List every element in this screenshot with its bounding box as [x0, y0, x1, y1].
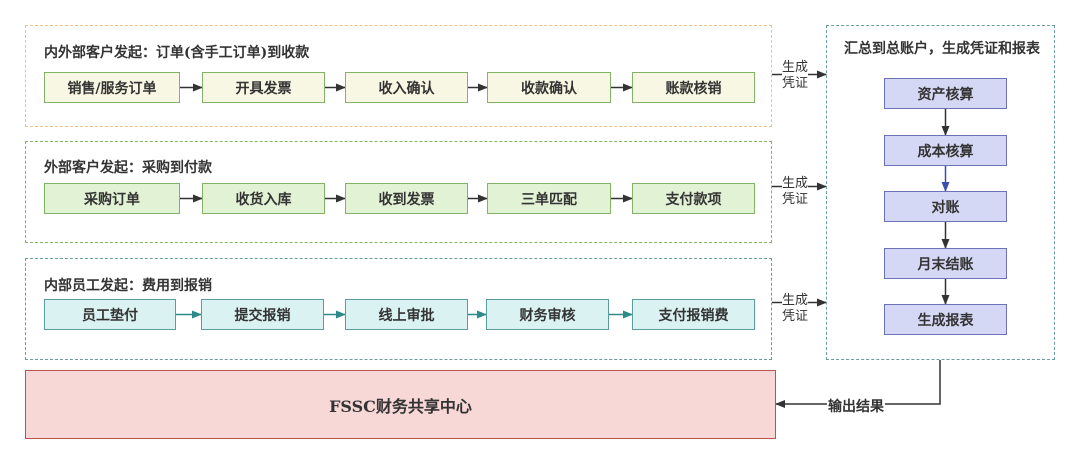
group-title-order-to-cash: 内外部客户发起：订单(含手工订单)到收款	[44, 45, 310, 61]
step-asset-accounting[interactable]: 资产核算	[884, 78, 1007, 109]
step-make-payment[interactable]: 支付款项	[632, 183, 755, 214]
step-sales-service-order[interactable]: 销售/服务订单	[44, 72, 180, 103]
step-employee-advance[interactable]: 员工垫付	[44, 299, 176, 330]
group-title-expense-to-reimbursement: 内部员工发起：费用到报销	[44, 278, 212, 294]
step-three-way-match[interactable]: 三单匹配	[487, 183, 611, 214]
step-account-write-off[interactable]: 账款核销	[632, 72, 755, 103]
generate-voucher-label-1: 生成 凭证	[782, 60, 809, 92]
group-procure-to-pay	[25, 141, 772, 243]
generate-voucher-label-3: 生成 凭证	[782, 293, 809, 325]
group-expense-to-reimbursement	[25, 258, 772, 360]
group-order-to-cash	[25, 25, 772, 127]
group-title-procure-to-pay: 外部客户发起：采购到付款	[44, 160, 212, 176]
step-submit-reimbursement[interactable]: 提交报销	[201, 299, 324, 330]
step-month-end-close[interactable]: 月末结账	[884, 248, 1007, 279]
step-reconciliation[interactable]: 对账	[884, 191, 1007, 222]
output-result-label: 输出结果	[827, 396, 885, 416]
step-finance-review[interactable]: 财务审核	[486, 299, 609, 330]
step-purchase-order[interactable]: 采购订单	[44, 183, 180, 214]
fssc-label: FSSC财务共享中心	[329, 396, 472, 416]
step-online-approval[interactable]: 线上审批	[345, 299, 468, 330]
step-generate-reports[interactable]: 生成报表	[884, 304, 1007, 335]
fssc-shared-service-center[interactable]: FSSC财务共享中心	[25, 370, 776, 439]
step-pay-reimbursement[interactable]: 支付报销费	[632, 299, 755, 330]
step-revenue-recognition[interactable]: 收入确认	[345, 72, 468, 103]
step-goods-receipt[interactable]: 收货入库	[202, 183, 325, 214]
general-ledger-title: 汇总到总账户，生成凭证和报表	[844, 41, 1040, 57]
general-ledger-container	[826, 25, 1055, 360]
step-payment-receipt-confirmation[interactable]: 收款确认	[487, 72, 611, 103]
generate-voucher-label-2: 生成 凭证	[782, 176, 809, 208]
step-invoice-received[interactable]: 收到发票	[345, 183, 468, 214]
step-issue-invoice[interactable]: 开具发票	[202, 72, 325, 103]
step-cost-accounting[interactable]: 成本核算	[884, 135, 1007, 166]
